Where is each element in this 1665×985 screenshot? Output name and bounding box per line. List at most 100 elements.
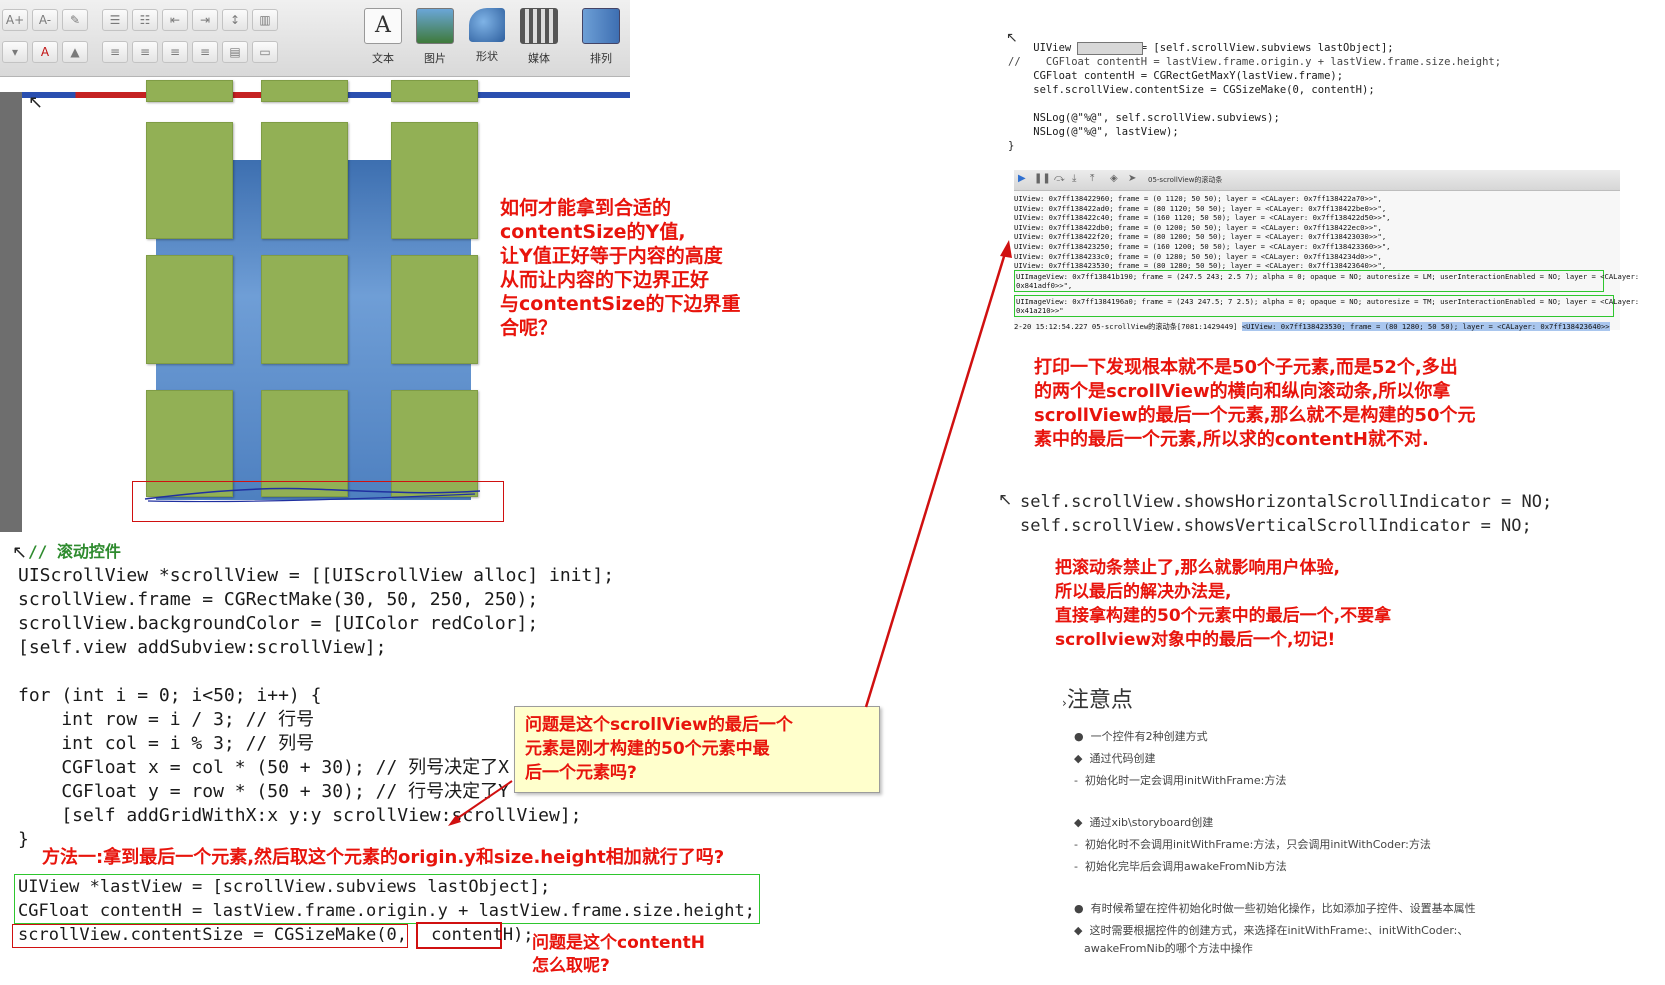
grid-tile [261, 122, 348, 239]
media-tool[interactable]: 媒体 [514, 4, 564, 74]
view-debug-icon[interactable]: ◈ [1110, 173, 1118, 184]
media-icon [520, 8, 558, 44]
bottom-edge-highlight [132, 481, 504, 522]
list-item: - 初始化完毕后会调用awakeFromNib方法 [1074, 860, 1287, 873]
grid-tile [146, 255, 233, 364]
list-item-text: 初始化时一定会调用initWithFrame:方法 [1084, 774, 1287, 787]
console-line: UIView: 0x7ff138422960; frame = (0 1120;… [1014, 194, 1382, 203]
arrange-tool[interactable]: 排列 [576, 4, 626, 74]
text-tool[interactable]: A 文本 [358, 4, 408, 74]
list-item: awakeFromNib的哪个方法中操作 [1084, 940, 1253, 956]
justify-icon[interactable]: ≡ [192, 41, 218, 63]
code-line: int col = i % 3; // 列号 [18, 733, 315, 754]
font-color-icon[interactable]: A [32, 41, 58, 63]
clear-format-icon[interactable]: ✎ [62, 9, 88, 31]
console-line: UIView: 0x7ff138423530; frame = (80 1280… [1014, 261, 1387, 271]
log-selected: <UIView: 0x7ff138423530; frame = (80 128… [1241, 322, 1610, 331]
align-right-icon[interactable]: ≡ [162, 41, 188, 63]
list-item: ● 一个控件有2种创建方式 [1074, 730, 1208, 743]
columns-icon[interactable]: ▥ [252, 9, 278, 31]
console-toolbar: ▶ ❚❚ ⤼ ⤓ ⤒ ◈ ➤ 05-scrollView的滚动条 [1014, 170, 1620, 191]
toolbar: A+ A- ✎ ☰ ☷ ⇤ ⇥ ↕ ▥ ▾ A ▲ ≡ ≡ ≡ ≡ ▤ ▭ A … [0, 0, 630, 77]
text-tool-label: 文本 [372, 52, 394, 65]
shape-icon [469, 8, 505, 42]
media-tool-label: 媒体 [528, 52, 550, 65]
list-item: ◆ 这时需要根据控件的创建方式，来选择在initWithFrame:、initW… [1074, 924, 1469, 937]
step-out-icon[interactable]: ⤒ [1090, 173, 1095, 184]
scroll-indicator-highlight [1014, 295, 1614, 317]
yellow-note: 问题是这个scrollView的最后一个 元素是刚才构建的50个元素中最 后一个… [514, 706, 880, 793]
console-line: UIView: 0x7ff138422f20; frame = (80 1200… [1014, 232, 1387, 242]
location-icon[interactable]: ➤ [1128, 173, 1137, 184]
highlight-icon[interactable]: ▲ [62, 41, 88, 63]
line-spacing-icon[interactable]: ↕ [222, 9, 248, 31]
distribute-icon[interactable]: ▤ [222, 41, 248, 63]
contenth-question: 问题是这个contentH 怎么取呢? [532, 933, 705, 976]
outdent-icon[interactable]: ⇤ [162, 9, 188, 31]
align-center-icon[interactable]: ≡ [132, 41, 158, 63]
code-line: UIScrollView *scrollView = [[UIScrollVie… [18, 565, 615, 586]
mouse-cursor-icon: ↖ [1006, 30, 1018, 46]
code-line: self.scrollView.contentSize = CGSizeMake… [1008, 84, 1375, 96]
document-margin [0, 92, 22, 532]
pause-icon[interactable]: ❚❚ [1034, 173, 1051, 184]
shape-tool[interactable]: 形状 [462, 4, 512, 74]
list-item: ◆ 通过代码创建 [1074, 752, 1156, 765]
code-line: self.scrollView.showsVerticalScrollIndic… [1020, 516, 1532, 536]
lastview-code-highlight [14, 874, 760, 924]
grid-tile [146, 80, 233, 102]
method-one-note: 方法一:拿到最后一个元素,然后取这个元素的origin.y和size.heigh… [42, 847, 725, 868]
debug-console [1014, 170, 1620, 330]
shape-tool-label: 形状 [476, 50, 498, 63]
grid-tile [391, 255, 478, 364]
code-line: CGFloat y = row * (50 + 30); // 行号决定了Y [18, 781, 509, 802]
list-item-text: 这时需要根据控件的创建方式，来选择在initWithFrame:、initWit… [1089, 924, 1469, 937]
content-size-question: 如何才能拿到合适的 contentSize的Y值, 让Y值正好等于内容的高度 从… [500, 197, 741, 339]
code-line: CGFloat contentH = lastView.frame.origin… [18, 901, 755, 921]
grid-tile [391, 80, 478, 102]
code-line: scrollView.backgroundColor = [UIColor re… [18, 613, 539, 634]
code-line: self.scrollView.showsHorizontalScrollInd… [1020, 492, 1553, 512]
list-item: - 初始化时一定会调用initWithFrame:方法 [1074, 774, 1287, 787]
console-tab-title: 05-scrollView的滚动条 [1148, 176, 1223, 184]
code-segment: ); [513, 925, 534, 945]
console-line: UIView: 0x7ff1384233c0; frame = (0 1280;… [1014, 251, 1382, 261]
list-item-text: 初始化时不会调用initWithFrame:方法，只会调用initWithCod… [1084, 838, 1431, 851]
list-item-text: awakeFromNib的哪个方法中操作 [1084, 942, 1253, 955]
text-box-icon[interactable]: ▭ [252, 41, 278, 63]
font-size-down-button[interactable]: A- [32, 9, 58, 31]
toolbar-row-2: ▾ A ▲ ≡ ≡ ≡ ≡ ▤ ▭ [2, 38, 282, 66]
align-left-icon[interactable]: ≡ [102, 41, 128, 63]
mouse-cursor-icon: ↖ [12, 542, 28, 563]
font-size-up-button[interactable]: A+ [2, 9, 28, 31]
code-line: NSLog(@"%@", self.scrollView.subviews); [1008, 112, 1280, 124]
arrange-icon [582, 8, 620, 44]
list-item-text: 初始化完毕后会调用awakeFromNib方法 [1084, 860, 1287, 873]
scrollview-grid-image [146, 80, 481, 500]
format-painter-icon[interactable]: ▾ [2, 41, 28, 63]
solution-note: 把滚动条禁止了,那么就影响用户体验, 所以最后的解决办法是, 直接拿构建的50个… [1055, 558, 1392, 650]
code-line: UIView *lastView = [self.scrollView.subv… [1008, 42, 1394, 54]
console-line: 2-20 15:12:54.227 05-scrollView的滚动条[7081… [1014, 322, 1610, 332]
log-prefix: 2-20 15:12:54.227 05-scrollView的滚动条[7081… [1014, 322, 1242, 331]
code-line: NSLog(@"%@", lastView); [1008, 126, 1179, 138]
play-icon[interactable]: ▶ [1018, 173, 1026, 184]
toolbar-row-1: A+ A- ✎ ☰ ☷ ⇤ ⇥ ↕ ▥ [2, 6, 282, 34]
step-over-icon[interactable]: ⤼ [1054, 173, 1065, 184]
indent-icon[interactable]: ⇥ [192, 9, 218, 31]
bullet-list-icon[interactable]: ☰ [102, 9, 128, 31]
grid-tile [391, 122, 478, 239]
step-in-icon[interactable]: ⤓ [1072, 173, 1077, 184]
grid-tile [261, 255, 348, 364]
code-line: scrollView.frame = CGRectMake(30, 50, 25… [18, 589, 539, 610]
console-line: 0x41a210>>" [1016, 306, 1064, 315]
image-tool[interactable]: 图片 [410, 4, 460, 74]
notes-title: ›注意点 [1062, 682, 1133, 714]
list-item: ● 有时候希望在控件初始化时做一些初始化操作，比如添加子控件、设置基本属性 [1074, 902, 1476, 915]
code-line: int row = i / 3; // 行号 [18, 709, 315, 730]
grid-tile [261, 80, 348, 102]
number-list-icon[interactable]: ☷ [132, 9, 158, 31]
mouse-cursor-icon: ↖ [998, 490, 1013, 510]
grid-tile [261, 390, 348, 497]
